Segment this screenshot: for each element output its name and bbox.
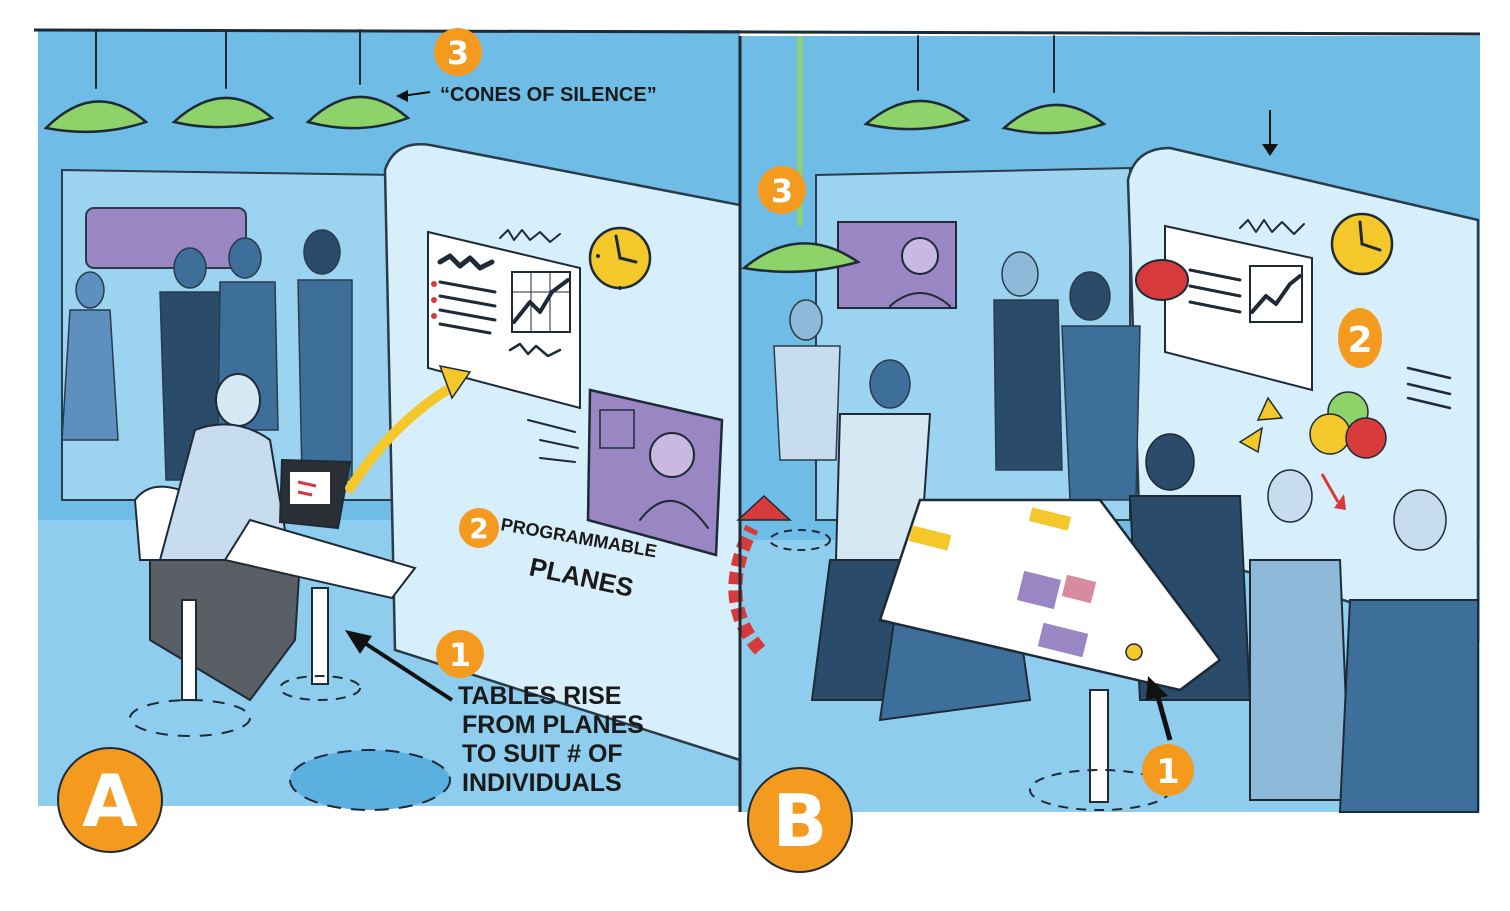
panel-b-tables-annotation: 1	[1142, 744, 1194, 796]
panel-a-seated-person	[133, 373, 417, 702]
panel-a-letter-badge: A	[57, 747, 163, 853]
panel-b-floor-ring	[769, 529, 831, 551]
panel-a-floor-ring	[129, 699, 251, 737]
panel-a-clock	[588, 226, 652, 290]
panel-b-venn-diagram	[1238, 366, 1452, 459]
panel-a-badge-3-number: 3	[447, 34, 469, 72]
panel-b	[728, 35, 1480, 813]
panel-a-cones-annotation: 3 “CONES OF SILENCE”	[434, 28, 657, 106]
panel-a-floor-ring	[289, 749, 451, 811]
panel-a-badge-3	[434, 28, 482, 76]
panel-a-table-arrow	[358, 638, 454, 702]
panel-a-cones-label: “CONES OF SILENCE”	[440, 84, 657, 106]
panel-a-tables-label-line2: FROM PLANES	[462, 711, 644, 739]
panel-b-letter-badge: B	[747, 767, 853, 873]
panel-b-badge-3	[758, 166, 806, 214]
panel-b-cone-lamps	[741, 35, 1107, 274]
panel-b-planes-annotation: 2	[1338, 308, 1382, 368]
panel-a-cone-lamps	[43, 29, 411, 134]
panel-b-letter: B	[773, 779, 828, 863]
panel-b-interactive-table	[878, 498, 1222, 803]
panel-a-tables-label-line1: TABLES RISE	[458, 682, 621, 710]
panel-b-badge-3-number: 3	[771, 172, 793, 210]
panel-a-purple-wall-screen	[85, 207, 247, 269]
panel-a-video-screen	[527, 388, 724, 557]
panel-a-badge-2	[459, 508, 499, 548]
panel-b-badge-1	[1142, 744, 1194, 796]
panel-a-badge-1	[436, 630, 484, 678]
panel-a-yellow-arrow	[345, 380, 460, 493]
panel-b-badge-2	[1338, 308, 1382, 368]
panel-a-chart-screen	[427, 229, 581, 410]
panel-a-floor-ring	[279, 675, 361, 701]
panel-b-table-arrow	[1153, 689, 1173, 741]
panel-b-red-touch	[1135, 259, 1189, 301]
panel-b-cones-annotation: 3	[758, 166, 806, 214]
panel-a-tables-label-line3: TO SUIT # OF	[462, 740, 623, 768]
panel-a-tables-annotation: 1 TABLES RISE FROM PLANES TO SUIT # OF I…	[436, 630, 644, 797]
panel-b-video-screen	[837, 221, 957, 309]
panel-b-clock	[1330, 212, 1394, 276]
panel-a	[38, 29, 742, 811]
panel-a-badge-2-number: 2	[469, 512, 488, 545]
panel-b-badge-2-number: 2	[1347, 320, 1372, 361]
panel-b-rotation-arrow	[728, 524, 766, 655]
panel-b-badge-1-number: 1	[1156, 752, 1180, 792]
panel-a-tables-label-line4: INDIVIDUALS	[462, 769, 622, 797]
panel-a-badge-1-number: 1	[449, 636, 471, 674]
panel-a-letter: A	[82, 759, 138, 843]
panel-b-chart-screen	[1164, 219, 1313, 392]
